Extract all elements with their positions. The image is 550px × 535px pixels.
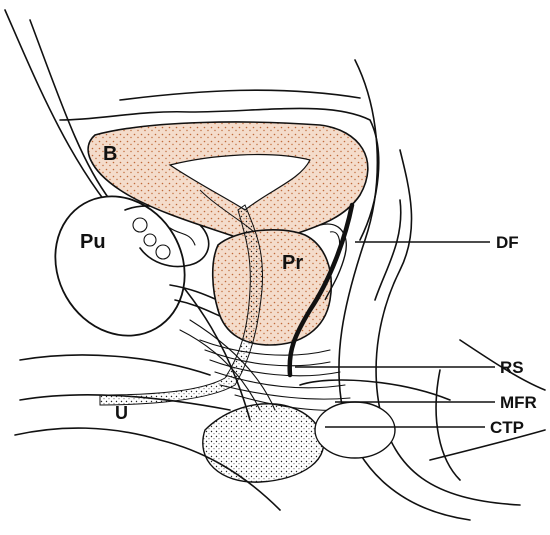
label-mfr: MFR <box>500 393 537 412</box>
label-bladder: B <box>103 143 117 165</box>
label-pubis: Pu <box>80 231 106 253</box>
label-prostate: Pr <box>282 252 303 274</box>
bulb <box>203 402 395 482</box>
label-urethra: U <box>115 403 128 423</box>
label-df: DF <box>496 233 519 252</box>
label-ctp: CTP <box>490 418 524 437</box>
label-rs: RS <box>500 358 524 377</box>
